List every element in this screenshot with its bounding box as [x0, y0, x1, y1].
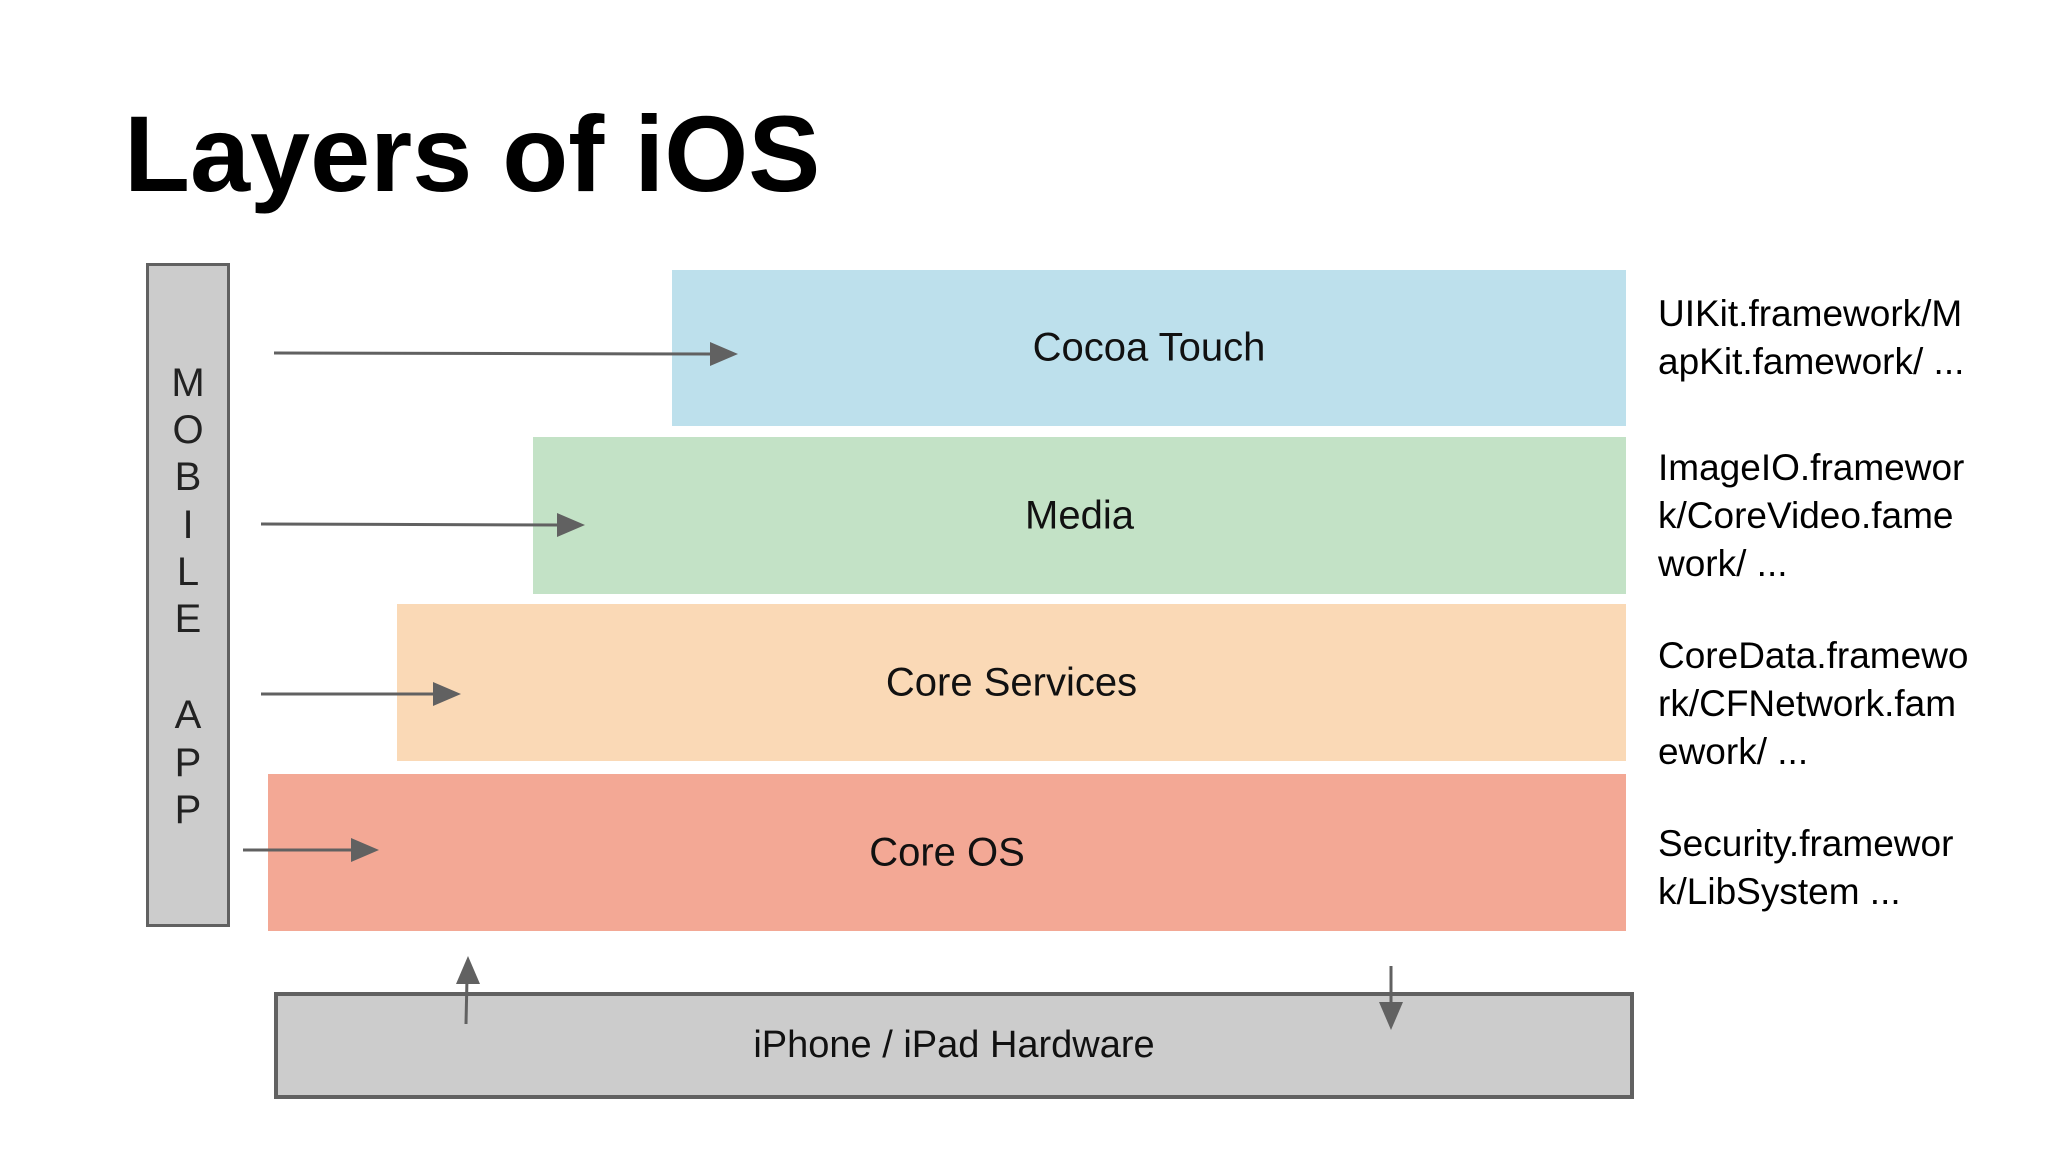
layer-label: Cocoa Touch [1032, 325, 1266, 370]
app-letter: A [174, 693, 202, 737]
app-letter: O [172, 408, 204, 452]
hardware-label: iPhone / iPad Hardware [753, 1024, 1155, 1066]
framework-line: UIKit.framework/M [1658, 293, 1963, 334]
framework-note-core-os: Security.framewor k/LibSystem ... [1658, 820, 1953, 916]
framework-line: CoreData.framewo [1658, 635, 1969, 676]
arrowhead-icon [456, 956, 480, 984]
layer-core-services: Core Services [397, 604, 1626, 761]
app-letter: B [174, 455, 202, 499]
app-letter: M [171, 361, 205, 405]
framework-note-media: ImageIO.framewor k/CoreVideo.fame work/ … [1658, 444, 1964, 588]
layer-media: Media [533, 437, 1626, 594]
layer-cocoa-touch: Cocoa Touch [672, 270, 1626, 426]
layer-core-os: Core OS [268, 774, 1626, 931]
app-letter: P [174, 788, 202, 832]
framework-note-cocoa-touch: UIKit.framework/M apKit.famework/ ... [1658, 290, 1964, 386]
framework-line: Security.framewor [1658, 823, 1954, 864]
framework-line: work/ ... [1658, 543, 1788, 584]
arrow-to-cocoa-touch [273, 351, 715, 356]
app-letter: I [182, 503, 194, 547]
framework-line: ImageIO.framewor [1658, 447, 1965, 488]
layer-label: Core Services [885, 660, 1138, 704]
app-letter: L [176, 550, 200, 594]
app-letter: E [174, 597, 202, 641]
framework-line: rk/CFNetwork.fam [1658, 683, 1957, 724]
mobile-app-bar [146, 263, 230, 927]
app-letter: P [174, 741, 202, 785]
framework-line: ework/ ... [1658, 731, 1809, 772]
slide-title: Layers of iOS [124, 93, 821, 214]
layer-label: Media [1025, 493, 1134, 537]
arrow-to-media [260, 522, 562, 527]
framework-line: k/CoreVideo.fame [1658, 495, 1954, 536]
framework-line: apKit.famework/ ... [1658, 341, 1965, 382]
hardware-box: iPhone / iPad Hardware [274, 992, 1634, 1099]
layer-label: Core OS [869, 830, 1025, 874]
framework-line: k/LibSystem ... [1658, 871, 1901, 912]
framework-note-core-services: CoreData.framewo rk/CFNetwork.fam ework/… [1658, 632, 1969, 776]
